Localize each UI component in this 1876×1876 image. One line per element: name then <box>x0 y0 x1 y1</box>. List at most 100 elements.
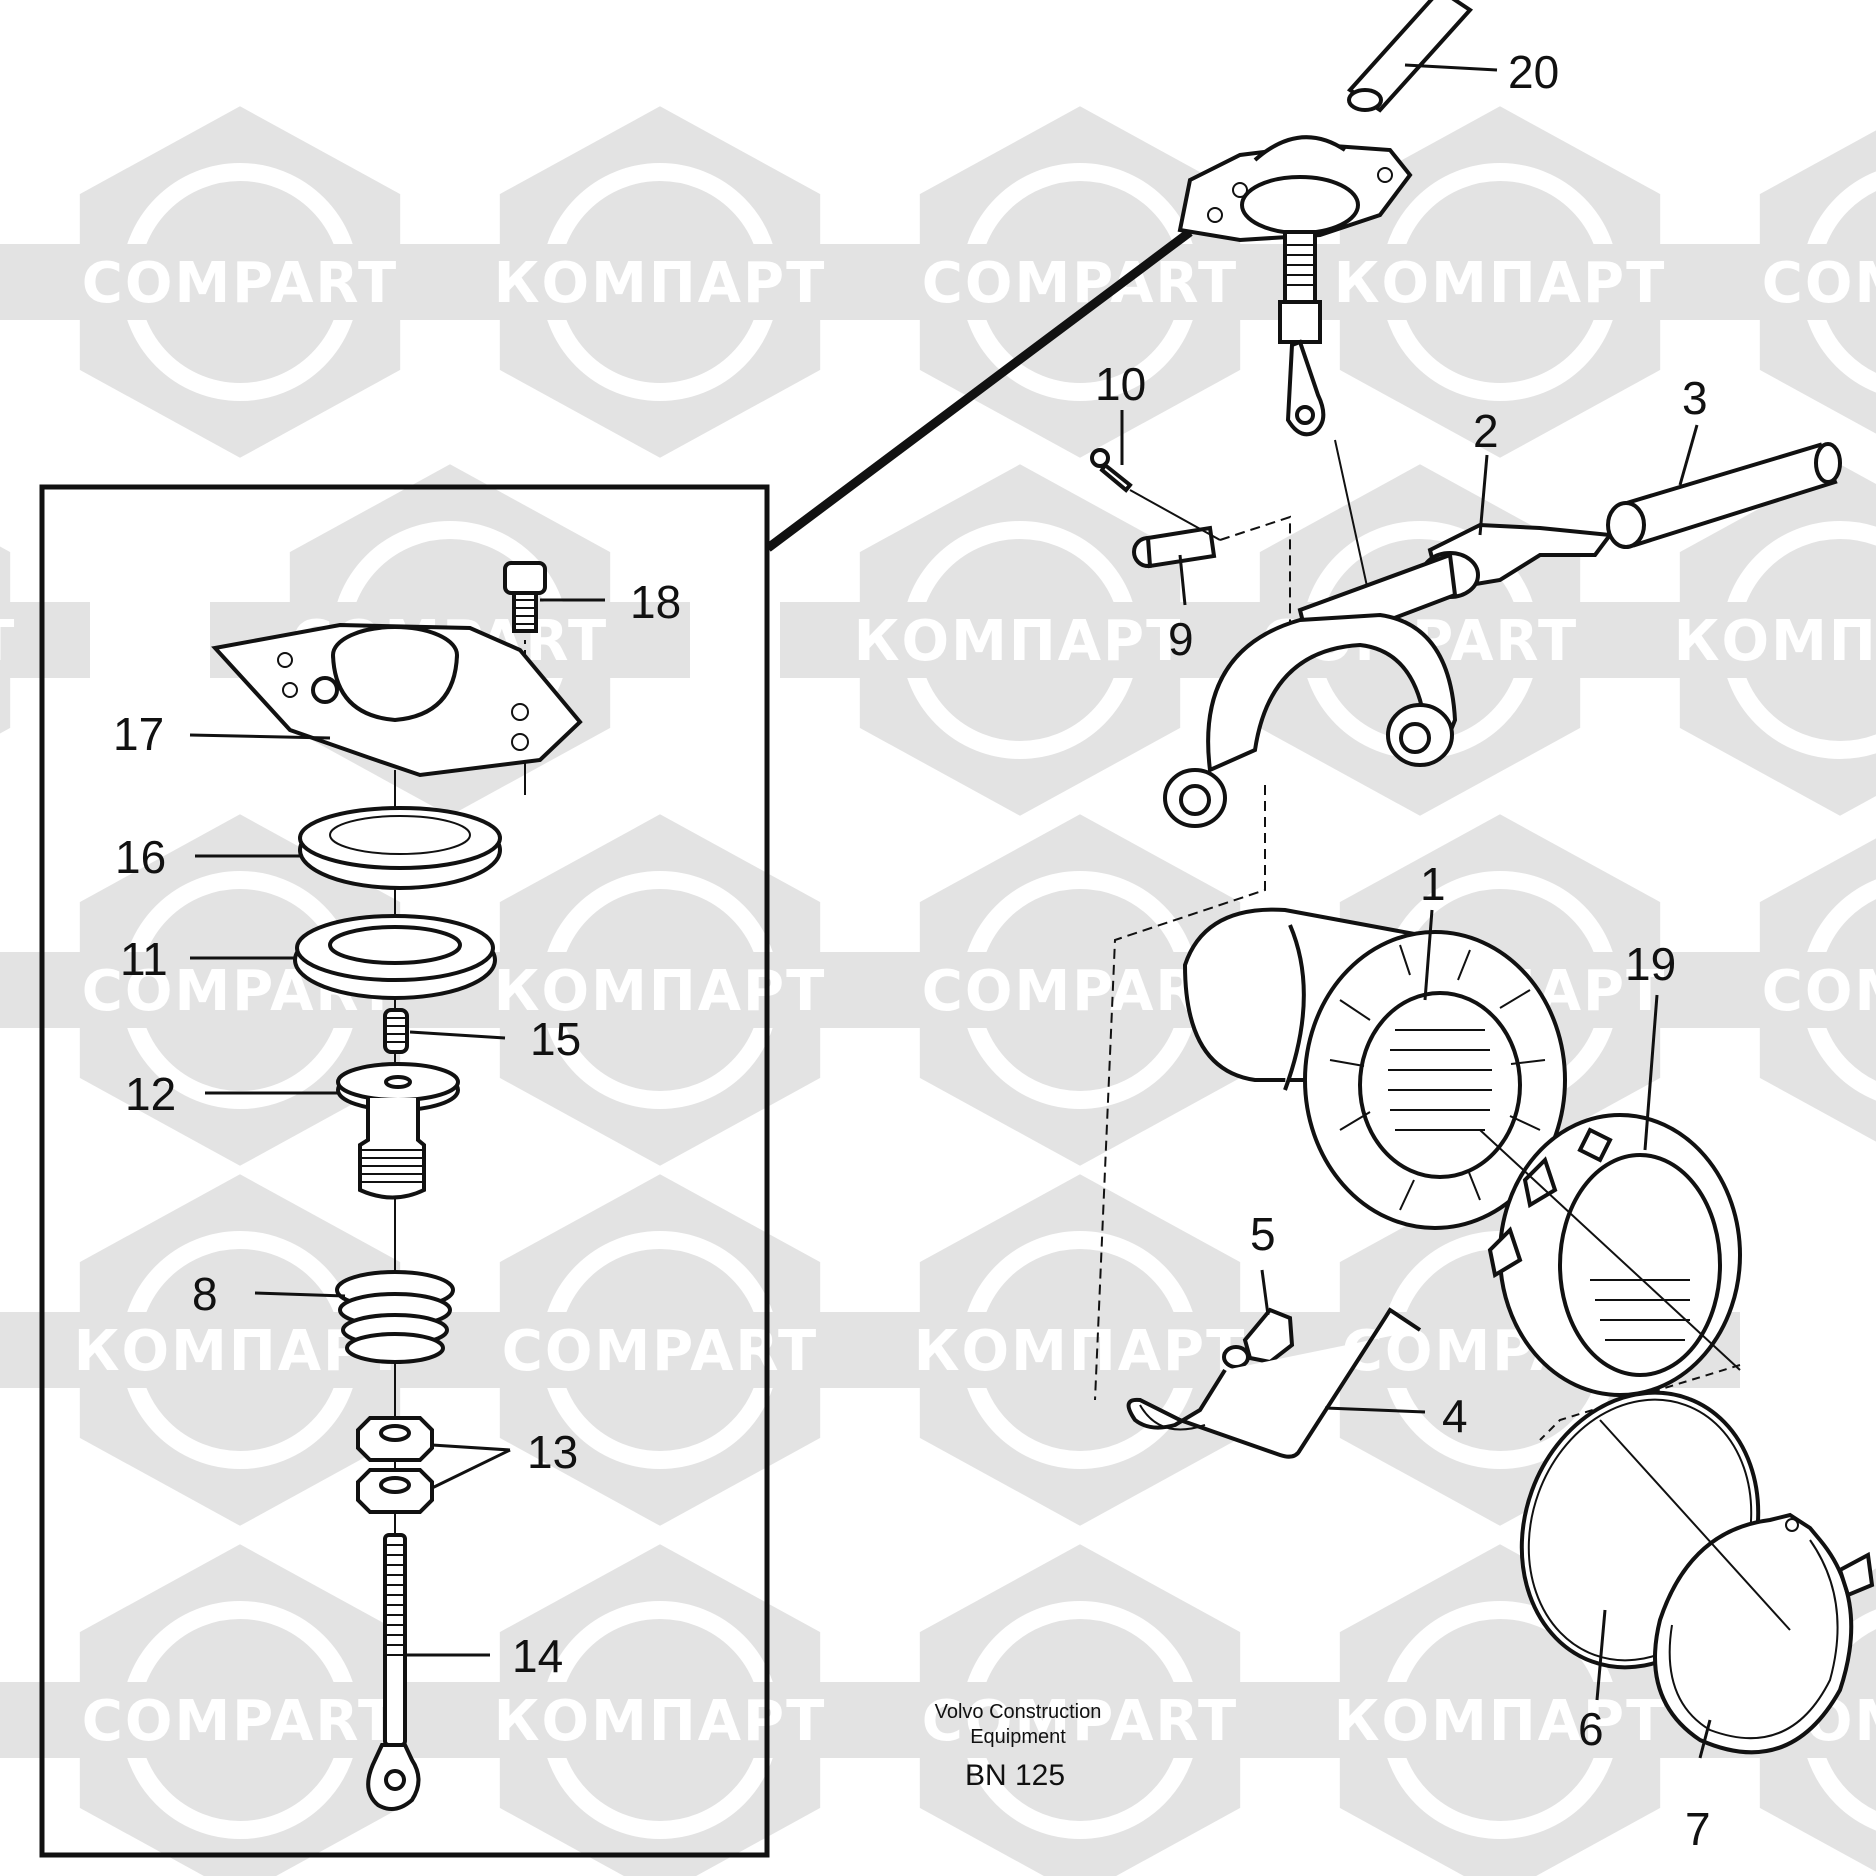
watermark-tile: COMPART <box>840 1544 1320 1876</box>
watermark-tile: COMPART <box>420 1174 900 1526</box>
watermark-band <box>840 1682 1320 1758</box>
watermark-tile: COMPART <box>0 106 480 458</box>
callout-14: 14 <box>512 1630 563 1682</box>
spring-8-icon <box>335 1270 455 1364</box>
watermark-band <box>420 244 900 320</box>
leader-20 <box>1404 63 1498 72</box>
callout-11: 11 <box>120 933 168 985</box>
inset-frame <box>39 484 770 1858</box>
watermark-tile: КОМПАРТ <box>0 546 90 734</box>
watermark-text: COMPART <box>1762 251 1876 316</box>
pivot-bolt-12-icon <box>336 1062 460 1200</box>
callout-16: 16 <box>115 831 166 883</box>
watermark-band <box>1260 244 1740 320</box>
watermark-band <box>840 244 1320 320</box>
caption-line-2: Equipment <box>970 1726 1066 1748</box>
watermark-tile: COMPART <box>840 106 1320 458</box>
dog-ring-19-icon <box>1479 1113 1742 1441</box>
bolt-18-icon <box>503 561 547 790</box>
seal-cup-16-icon <box>298 806 502 890</box>
watermark-text: КОМПАРТ <box>0 609 16 674</box>
watermark-text: COMPART <box>1762 959 1876 1024</box>
callout-17: 17 <box>113 708 164 760</box>
shift-fork-icon <box>1094 612 1458 1401</box>
callout-6: 6 <box>1578 1703 1604 1755</box>
set-screw-15-icon <box>383 1008 409 1054</box>
watermark-tile: КОМПАРТ <box>420 1544 900 1876</box>
callout-12: 12 <box>125 1068 176 1120</box>
watermark-text: КОМПАРТ <box>494 251 827 316</box>
callout-labels: 20 10 9 2 3 1 19 5 4 6 7 18 17 16 11 15 … <box>113 46 1711 1855</box>
leader-1 <box>1423 909 1434 1001</box>
callout-15: 15 <box>530 1013 581 1065</box>
inset-connector-line <box>765 228 1193 552</box>
callout-9: 9 <box>1168 613 1194 665</box>
callout-18: 18 <box>630 576 681 628</box>
leader-13a <box>431 1443 511 1452</box>
callout-3: 3 <box>1682 372 1708 424</box>
watermark-band <box>420 1312 900 1388</box>
watermark-text: КОМПАРТ <box>1674 609 1876 674</box>
pin-9-icon <box>1129 489 1291 642</box>
watermark-band <box>1680 952 1876 1028</box>
leader-7 <box>1698 1719 1712 1759</box>
watermark-text: КОМПАРТ <box>494 1689 827 1754</box>
watermark-band <box>1600 602 1876 678</box>
sleeve-1-icon <box>1182 907 1567 1230</box>
watermark-text: КОМПАРТ <box>1334 251 1667 316</box>
watermark-text: COMPART <box>922 1689 1238 1754</box>
leader-8 <box>254 1291 346 1298</box>
watermark-text: COMPART <box>922 251 1238 316</box>
nipple-5-icon <box>1222 1307 1295 1369</box>
callout-13: 13 <box>527 1426 578 1478</box>
watermark-tile: КОМПАРТ <box>420 106 900 458</box>
watermark-text: КОМПАРТ <box>1334 1689 1667 1754</box>
watermark-text: КОМПАРТ <box>914 1319 1247 1384</box>
leader-17 <box>189 733 331 740</box>
spring-clip-4-icon <box>1126 1307 1422 1459</box>
eye-rod-14-icon <box>366 1533 421 1811</box>
leader-4 <box>1324 1406 1426 1414</box>
watermark-tile: КОМПАРТ <box>840 1174 1320 1526</box>
watermark-tile: COMPART <box>0 1544 480 1876</box>
caption-block: Volvo Construction Equipment BN 125 <box>935 1701 1102 1792</box>
leader-5 <box>1260 1269 1270 1316</box>
watermark-tile: КОМПАРТ <box>1600 464 1876 816</box>
leader-9 <box>1178 554 1187 606</box>
watermark-text: КОМПАРТ <box>854 609 1187 674</box>
seal-ring-11-icon <box>293 914 497 1000</box>
leader-13b <box>431 1448 511 1490</box>
watermark-text: COMPART <box>82 251 398 316</box>
circlip-7-icon <box>1599 1419 1875 1755</box>
watermark-text: COMPART <box>82 1689 398 1754</box>
watermark-band <box>0 244 480 320</box>
leader-15 <box>409 1030 506 1040</box>
callout-8: 8 <box>192 1268 218 1320</box>
watermark-tile: КОМПАРТ <box>1260 106 1740 458</box>
leader-2 <box>1478 454 1489 536</box>
watermark-tile: COMPART <box>1680 838 1876 1142</box>
watermark-tile: COMPART <box>1680 130 1876 434</box>
callout-1: 1 <box>1420 858 1446 910</box>
watermark-text: COMPART <box>502 1319 818 1384</box>
callout-20: 20 <box>1508 46 1559 98</box>
callout-2: 2 <box>1473 405 1499 457</box>
watermark-band <box>1680 244 1876 320</box>
watermark-band <box>420 1682 900 1758</box>
cotter-pin-10-icon <box>1090 448 1133 493</box>
leader-6 <box>1595 1609 1607 1701</box>
cable-20-icon <box>1346 0 1474 113</box>
caption-code: BN 125 <box>965 1759 1065 1792</box>
watermark-tile: КОМПАРТ <box>1260 1544 1740 1876</box>
callout-4: 4 <box>1442 1390 1468 1442</box>
watermark-band <box>0 602 90 678</box>
leader-19 <box>1643 994 1659 1151</box>
callout-19: 19 <box>1625 938 1676 990</box>
caption-line-1: Volvo Construction <box>935 1701 1102 1723</box>
leader-lines <box>189 63 1712 1759</box>
nuts-13-icon <box>356 1416 434 1514</box>
leader-3 <box>1678 424 1699 486</box>
callout-10: 10 <box>1095 358 1146 410</box>
